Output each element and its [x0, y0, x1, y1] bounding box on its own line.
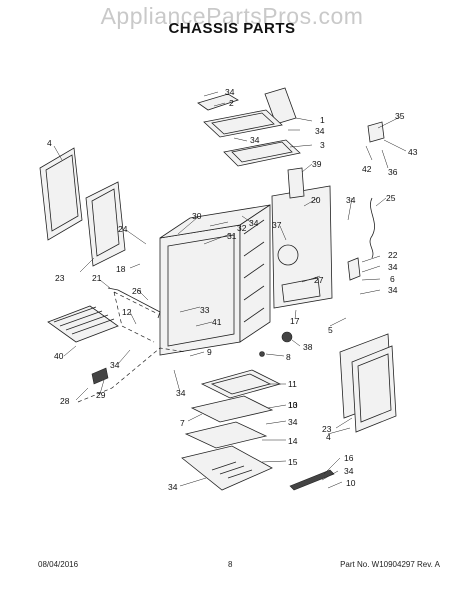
dashed-group-21 [113, 291, 159, 343]
callout-5: 5 [328, 325, 333, 335]
part-21-support [107, 287, 161, 319]
oven-cavity-side [239, 204, 271, 343]
part-35-switch [367, 121, 385, 143]
callout-37: 37 [272, 220, 282, 230]
part-3-plate [203, 109, 283, 138]
callout-34: 34 [315, 126, 325, 136]
callout-41: 41 [212, 317, 222, 327]
page-title: CHASSIS PARTS [168, 20, 296, 37]
watermark: AppliancePartsPros.com [100, 3, 364, 29]
part-2-bracket [197, 93, 239, 111]
callout-11: 11 [288, 379, 297, 389]
parts-drawing [39, 87, 397, 491]
callout-34: 34 [388, 285, 398, 295]
part-14-drawer-slide [184, 421, 268, 449]
callout-26: 26 [132, 286, 142, 296]
callout-24: 24 [118, 224, 128, 234]
callout-3: 3 [320, 140, 325, 150]
callout-29: 29 [96, 390, 106, 400]
footer-page-number: 8 [228, 560, 233, 569]
callout-34: 34 [176, 388, 186, 398]
dashed-group-28 [77, 347, 187, 403]
callout-23: 23 [55, 273, 65, 283]
callout-34: 34 [249, 218, 259, 228]
part-38-knob [281, 331, 293, 343]
callout-33: 33 [200, 305, 210, 315]
callout-23: 23 [322, 424, 332, 434]
callout-39: 39 [312, 159, 322, 169]
callout-34: 34 [250, 135, 260, 145]
callout-9: 9 [207, 347, 212, 357]
callout-34: 34 [168, 482, 178, 492]
part-3-lower-plate [223, 139, 301, 167]
callout-34: 34 [344, 466, 354, 476]
part-39-sensor [287, 167, 305, 199]
part-22-hinge [347, 257, 361, 281]
callout-40: 40 [54, 351, 64, 361]
callout-34: 34 [346, 195, 356, 205]
callout-6: 6 [390, 274, 395, 284]
callout-7: 7 [180, 418, 185, 428]
footer-part-number: Part No. W10904297 Rev. A [340, 560, 440, 569]
callout-16: 16 [344, 453, 354, 463]
callout-43: 43 [408, 147, 418, 157]
part-16-bracket [289, 469, 335, 491]
callout-10: 10 [346, 478, 356, 488]
part-15-bottom-cover [181, 445, 273, 491]
footer-date: 08/04/2016 [38, 560, 79, 569]
part-8-screw [259, 351, 265, 357]
part-20-rear-panel [271, 185, 333, 309]
callout-25: 25 [386, 193, 396, 203]
callout-42: 42 [362, 164, 372, 174]
callout-34: 34 [288, 417, 298, 427]
callout-34: 34 [110, 360, 120, 370]
callout-12: 12 [122, 307, 132, 317]
leader-lines [53, 91, 407, 489]
callout-32: 32 [237, 223, 247, 233]
callout-4: 4 [326, 432, 331, 442]
part-29-fitting [91, 367, 109, 385]
callout-14: 14 [288, 436, 298, 446]
callout-20: 20 [311, 195, 321, 205]
callout-28: 28 [60, 396, 70, 406]
part-11-bake-element [200, 369, 282, 399]
callout-30: 30 [192, 211, 202, 221]
callout-numbers: 34 2 1 34 34 3 4 35 43 42 36 39 20 34 25… [47, 87, 418, 492]
callout-27: 27 [314, 275, 324, 285]
callout-1: 1 [320, 115, 325, 125]
callout-22: 22 [388, 250, 398, 260]
oven-cavity-front [159, 224, 241, 356]
callout-34: 34 [388, 262, 398, 272]
callout-36: 36 [388, 167, 398, 177]
part-13-bottom-tray [190, 395, 274, 423]
callout-17: 17 [290, 316, 300, 326]
callout-15: 15 [288, 457, 298, 467]
callout-10: 10 [288, 400, 298, 410]
callout-38: 38 [303, 342, 313, 352]
callout-8: 8 [286, 352, 291, 362]
callout-34: 34 [225, 87, 235, 97]
callout-4: 4 [47, 138, 52, 148]
callout-21: 21 [92, 273, 102, 283]
callout-18: 18 [116, 264, 126, 274]
part-4-side-panel-right [351, 345, 397, 433]
callout-35: 35 [395, 111, 405, 121]
part-25-wire-harness [369, 197, 375, 259]
callout-13: 13 [288, 400, 298, 410]
callout-31: 31 [227, 231, 237, 241]
callout-2: 2 [229, 98, 234, 108]
